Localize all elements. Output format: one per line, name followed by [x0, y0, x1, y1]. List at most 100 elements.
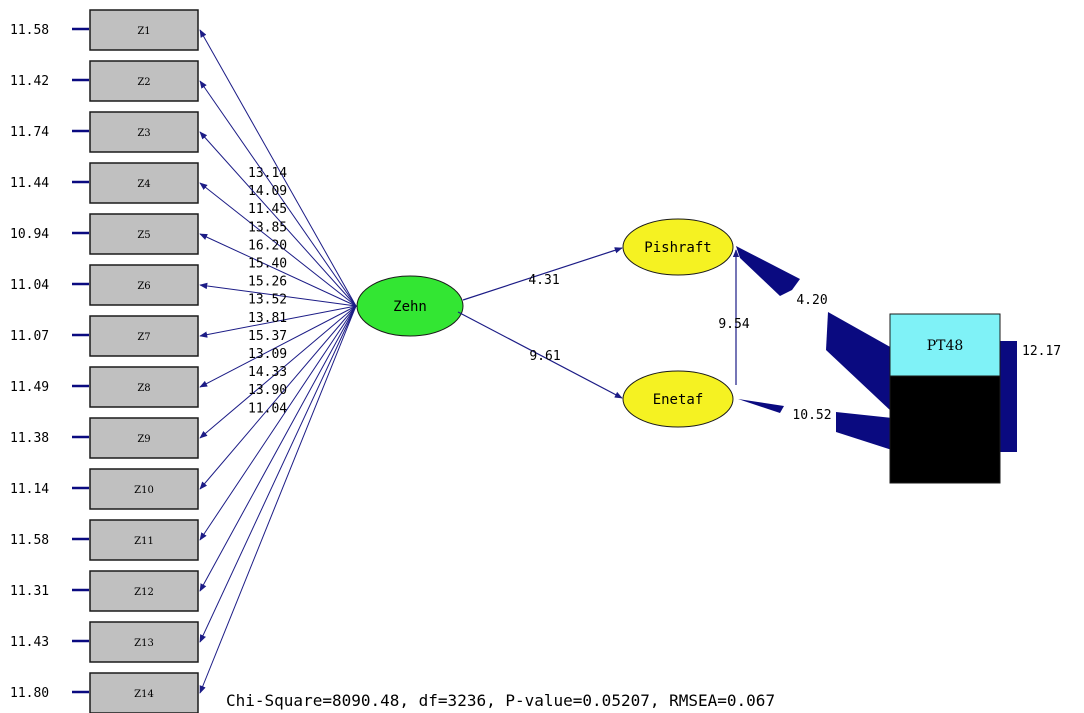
zehn-label: Zehn [393, 299, 427, 315]
pishraft-latent[interactable]: Pishraft [622, 218, 734, 276]
loading-path [199, 282, 357, 307]
indicator-box [89, 60, 199, 102]
indicator-label: Z12 [134, 587, 154, 598]
path-zehn-enetaf [457, 311, 623, 399]
error-variance-value: 11.43 [10, 635, 49, 650]
pt48-label: PT48 [927, 338, 964, 354]
loading-path [199, 305, 357, 490]
heavy-arrow-pishraft-pt48 [826, 312, 892, 412]
heavy-arrow-pishraft-top [736, 246, 800, 296]
heavy-arrow-enetaf-pt48 [836, 412, 892, 450]
indicator-z12[interactable]: Z12 11.31 14.33 [10, 365, 287, 612]
indicator-label: Z9 [137, 434, 150, 445]
indicator-z5[interactable]: Z5 10.94 16.20 [10, 213, 287, 255]
indicator-z4[interactable]: Z4 11.44 13.85 [10, 162, 287, 235]
error-variance-value: 11.07 [10, 329, 49, 344]
error-variance-value: 11.58 [10, 533, 49, 548]
indicator-z10[interactable]: Z10 11.14 15.37 [10, 329, 287, 510]
indicator-box [89, 111, 199, 153]
path-value-enetaf-pt48: 10.52 [792, 408, 831, 423]
error-variance-value: 10.94 [10, 227, 49, 242]
indicator-label: Z6 [137, 281, 150, 292]
loading-t-value: 13.52 [248, 293, 287, 308]
indicator-z3[interactable]: Z3 11.74 11.45 [10, 111, 287, 217]
indicator-box [89, 468, 199, 510]
indicator-label: Z14 [134, 689, 154, 700]
loading-path [199, 233, 357, 307]
loading-t-value: 15.37 [248, 329, 287, 344]
path-value-pishraft-pt48: 4.20 [796, 293, 827, 308]
loading-t-value: 14.33 [248, 365, 287, 380]
error-variance-value: 11.44 [10, 176, 49, 191]
indicator-label: Z10 [134, 485, 154, 496]
indicator-label: Z1 [137, 26, 150, 37]
loading-t-value: 15.26 [248, 275, 287, 290]
loading-path [199, 305, 357, 388]
indicator-box [89, 672, 199, 713]
error-variance-value: 11.74 [10, 125, 49, 140]
indicator-box [89, 366, 199, 408]
loading-path [199, 305, 357, 439]
indicator-label: Z13 [134, 638, 154, 649]
loading-t-value: 13.14 [248, 166, 287, 181]
enetaf-label: Enetaf [653, 392, 704, 408]
indicator-label: Z8 [137, 383, 150, 394]
error-variance-value: 11.58 [10, 23, 49, 38]
path-value-enetaf-pishraft: 9.54 [718, 317, 749, 332]
indicator-box [89, 162, 199, 204]
error-variance-value: 11.14 [10, 482, 49, 497]
pishraft-label: Pishraft [644, 240, 711, 256]
indicator-label: Z2 [137, 77, 150, 88]
fit-statistics: Chi-Square=8090.48, df=3236, P-value=0.0… [226, 691, 775, 710]
zehn-latent[interactable]: Zehn [356, 275, 464, 337]
loading-path [199, 80, 357, 307]
loading-t-value: 13.90 [248, 383, 287, 398]
indicator-label: Z3 [137, 128, 150, 139]
heavy-arrow-pt48-error [1000, 341, 1017, 452]
pt48-box[interactable]: PT48 [889, 313, 1001, 484]
heavy-arrow-enetaf-left [738, 399, 784, 413]
indicator-z2[interactable]: Z2 11.42 14.09 [10, 60, 287, 199]
loading-path [199, 305, 357, 694]
loading-path [199, 305, 357, 338]
indicator-box [89, 417, 199, 459]
indicator-label: Z4 [137, 179, 150, 190]
indicator-box [89, 9, 199, 51]
loading-t-value: 14.09 [248, 184, 287, 199]
indicator-box [89, 621, 199, 663]
error-variance-value: 11.49 [10, 380, 49, 395]
enetaf-latent[interactable]: Enetaf [622, 370, 734, 428]
loading-path [199, 182, 357, 307]
error-variance-value: 11.42 [10, 74, 49, 89]
indicator-z13[interactable]: Z13 11.43 13.90 [10, 383, 287, 663]
error-variance-value: 11.38 [10, 431, 49, 446]
indicator-label: Z5 [137, 230, 150, 241]
loading-t-value: 11.45 [248, 202, 287, 217]
indicator-z9[interactable]: Z9 11.38 13.81 [10, 311, 287, 459]
loading-path [199, 131, 357, 307]
error-variance-value: 11.80 [10, 686, 49, 701]
indicator-z1[interactable]: Z1 11.58 13.14 [10, 9, 287, 181]
indicator-z7[interactable]: Z7 11.07 15.26 [10, 275, 287, 357]
indicator-z11[interactable]: Z11 11.58 13.09 [10, 347, 287, 561]
path-value-zehn-pishraft: 4.31 [528, 273, 559, 288]
loading-t-value: 13.09 [248, 347, 287, 362]
indicator-box [89, 213, 199, 255]
loading-t-value: 16.20 [248, 238, 287, 253]
indicator-z8[interactable]: Z8 11.49 13.52 [10, 293, 287, 408]
loading-path [199, 29, 357, 307]
indicator-box [89, 570, 199, 612]
path-value-zehn-enetaf: 9.61 [529, 349, 560, 364]
error-variance-value: 11.31 [10, 584, 49, 599]
path-value-pt48-error: 12.17 [1022, 344, 1061, 359]
loading-path [199, 305, 357, 541]
indicator-label: Z7 [137, 332, 150, 343]
loading-path [199, 305, 357, 643]
loading-t-value: 13.85 [248, 220, 287, 235]
indicator-box [89, 519, 199, 561]
indicator-label: Z11 [134, 536, 154, 547]
loading-t-value: 13.81 [248, 311, 287, 326]
